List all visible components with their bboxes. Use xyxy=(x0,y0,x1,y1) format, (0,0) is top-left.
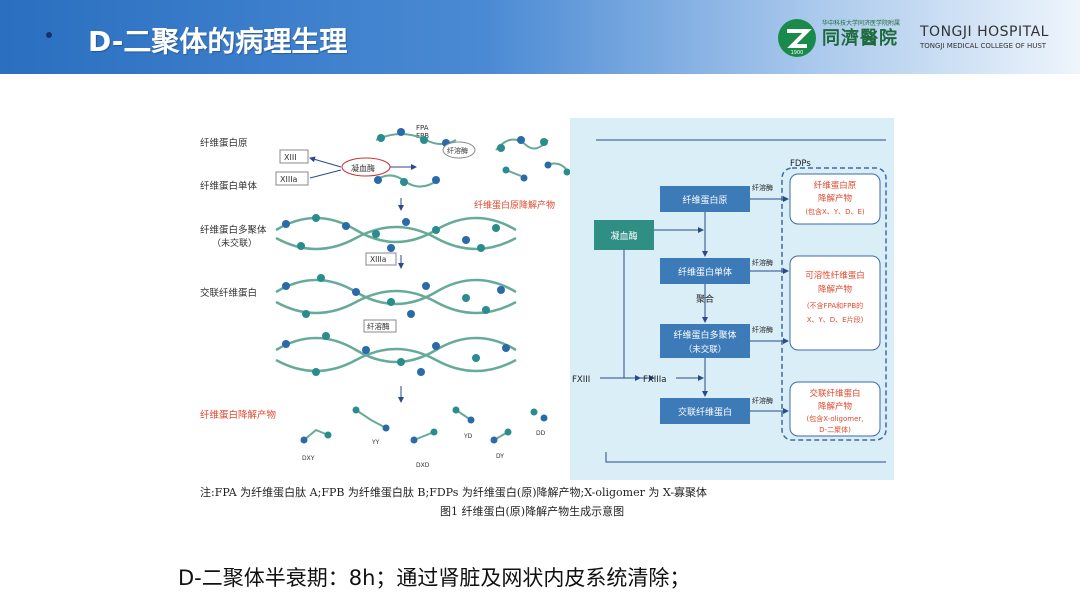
crosslinked-row xyxy=(275,274,517,318)
thrombin-box: 凝血酶 xyxy=(610,230,637,242)
half-life-text: D-二聚体半衰期：8h；通过肾脏及网状内皮系统清除； xyxy=(178,566,691,590)
polymer-box-line2: （未交联） xyxy=(684,344,727,355)
crosslinked-row-2 xyxy=(275,332,517,376)
label-crosslinked: 交联纤维蛋白 xyxy=(200,287,257,299)
logo-chinese-name: 同濟醫院 xyxy=(822,28,898,49)
fibrinogen-box: 纤维蛋白原 xyxy=(682,194,727,206)
label-polymer: 纤维蛋白多聚体 xyxy=(200,224,267,236)
fpb-label: FPB xyxy=(416,132,429,140)
factor-xiii: XIII xyxy=(284,153,297,162)
monomer-row xyxy=(374,174,440,188)
hospital-logo-icon: 1900 xyxy=(778,19,816,57)
thrombin-left: 凝血酶 xyxy=(351,163,375,173)
plasmin-3: 纤溶酶 xyxy=(752,325,773,334)
right-panel: 凝血酶 纤维蛋白原 纤维蛋白单体 聚合 纤维蛋白多聚体 （未交联） 交联纤维蛋白… xyxy=(570,118,894,480)
polymer-box-line1: 纤维蛋白多聚体 xyxy=(673,329,736,341)
figure-caption: 注:FPA 为纤维蛋白肽 A;FPB 为纤维蛋白肽 B;FDPs 为纤维蛋白(原… xyxy=(200,486,708,499)
left-panel: 纤维蛋白原 纤维蛋白单体 纤维蛋白多聚体 （未交联） 交联纤维蛋白 纤维蛋白降解… xyxy=(200,124,571,469)
frag-yy: YY xyxy=(371,439,380,446)
plasmin-mid: 纤溶酶 xyxy=(367,321,390,331)
header-bar xyxy=(0,0,1080,74)
polymer-row xyxy=(275,214,517,252)
box2-line1: 可溶性纤维蛋白 xyxy=(805,270,865,281)
factor-xiiia: XIIIa xyxy=(280,175,298,184)
plasmin-top: 纤溶酶 xyxy=(447,146,468,155)
crosslinked-box: 交联纤维蛋白 xyxy=(678,406,732,418)
box2-line4: X、Y、D、E片段) xyxy=(807,315,864,324)
frag-dd: DD xyxy=(536,430,546,437)
label-fibrinogen: 纤维蛋白原 xyxy=(200,137,248,149)
box1-line1: 纤维蛋白原 xyxy=(814,180,857,191)
logo-affiliation: 华中科技大学同济医学院附属 xyxy=(822,20,901,27)
box3-line3: (包含X-oligomer, xyxy=(807,414,864,423)
plasmin-4: 纤溶酶 xyxy=(752,396,773,405)
frag-dxy: DXY xyxy=(302,455,315,462)
label-uncrosslinked: （未交联） xyxy=(212,237,257,249)
monomer-box: 纤维蛋白单体 xyxy=(678,266,732,278)
box3-line4: D-二聚体) xyxy=(819,425,851,434)
logo-english-name: TONGJI HOSPITAL xyxy=(920,24,1049,40)
slide-title: D-二聚体的病理生理 xyxy=(88,25,348,58)
box1-line3: (包含X、Y、D、E) xyxy=(805,207,865,216)
fxiii-label: FXIII xyxy=(572,375,590,385)
fragments: DXY YY DXD YD DY DD xyxy=(300,406,548,469)
figure-title: 图1 纤维蛋白(原)降解产物生成示意图 xyxy=(440,505,625,518)
fdps-label: FDPs xyxy=(790,159,811,169)
logo-english-subtitle: TONGJI MEDICAL COLLEGE OF HUST xyxy=(920,42,1047,50)
frag-dy: DY xyxy=(496,453,504,460)
plasmin-2: 纤溶酶 xyxy=(752,258,773,267)
box1-line2: 降解产物 xyxy=(818,193,853,204)
fpa-label: FPA xyxy=(416,124,429,132)
fibrinogen-fragments xyxy=(495,136,571,182)
fibrin-degradation-figure: 纤维蛋白原 纤维蛋白单体 纤维蛋白多聚体 （未交联） 交联纤维蛋白 纤维蛋白降解… xyxy=(200,118,894,480)
fxiiia-label: FXIIIa xyxy=(643,375,666,385)
factor-xiiia-mid: XIIIa xyxy=(370,255,386,264)
box3-line2: 降解产物 xyxy=(818,401,853,412)
box2-line3: (不含FPA和FPB的 xyxy=(807,301,863,310)
plasmin-1: 纤溶酶 xyxy=(752,183,773,192)
label-monomer: 纤维蛋白单体 xyxy=(200,180,258,192)
frag-dxd: DXD xyxy=(416,462,430,469)
box2-line2: 降解产物 xyxy=(818,284,853,295)
frag-yd: YD xyxy=(463,433,473,440)
label-fdp: 纤维蛋白降解产物 xyxy=(200,409,277,421)
logo-year: 1900 xyxy=(791,50,804,56)
box3-line1: 交联纤维蛋白 xyxy=(809,388,860,399)
title-bullet xyxy=(46,32,52,38)
fibrinogen-fdp-label: 纤维蛋白原降解产物 xyxy=(474,199,555,211)
